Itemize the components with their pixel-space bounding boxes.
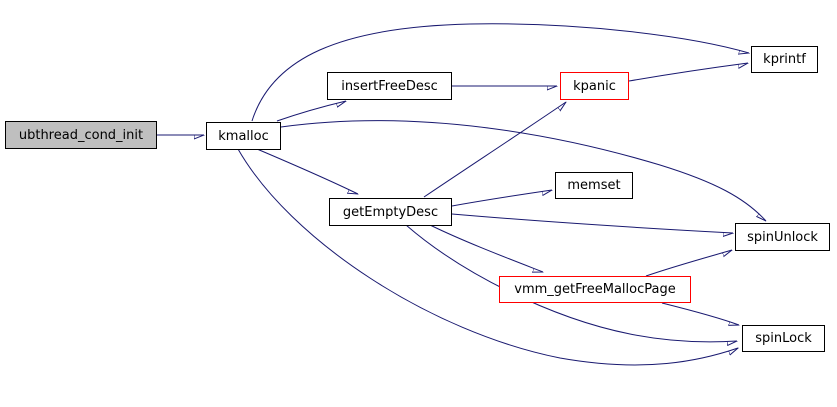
edge-vmm_getFreeMallocPage-spinUnlock — [645, 249, 732, 277]
edge-kmalloc-insertFreeDesc — [276, 100, 346, 122]
node-ubthread_cond_init: ubthread_cond_init — [5, 121, 157, 149]
node-kpanic[interactable]: kpanic — [560, 72, 629, 100]
edge-kmalloc-spinLock — [237, 148, 738, 366]
node-spinLock[interactable]: spinLock — [742, 325, 825, 352]
edge-kmalloc-spinUnlock — [280, 120, 766, 221]
node-spinUnlock[interactable]: spinUnlock — [735, 223, 830, 251]
node-kmalloc[interactable]: kmalloc — [206, 122, 281, 150]
node-memset[interactable]: memset — [555, 172, 633, 199]
edge-kmalloc-getEmptyDesc — [256, 148, 358, 194]
node-kprintf[interactable]: kprintf — [751, 46, 818, 73]
edge-getEmptyDesc-spinUnlock — [451, 213, 733, 233]
edge-getEmptyDesc-spinLock — [405, 224, 737, 342]
edge-kmalloc-kprintf — [251, 23, 749, 122]
edge-kpanic-kprintf — [628, 62, 748, 82]
edge-getEmptyDesc-memset — [451, 189, 552, 207]
edge-getEmptyDesc-vmm_getFreeMallocPage — [429, 224, 543, 272]
edge-getEmptyDesc-kpanic — [423, 102, 566, 198]
node-getEmptyDesc[interactable]: getEmptyDesc — [329, 198, 452, 226]
edge-vmm_getFreeMallocPage-spinLock — [661, 302, 739, 325]
node-insertFreeDesc[interactable]: insertFreeDesc — [327, 72, 452, 100]
node-vmm_getFreeMallocPage[interactable]: vmm_getFreeMallocPage — [499, 276, 691, 303]
